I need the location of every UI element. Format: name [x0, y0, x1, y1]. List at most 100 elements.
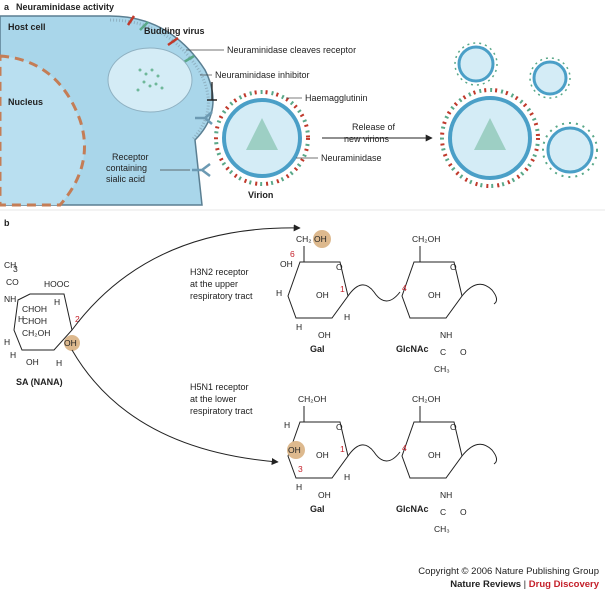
upper-g-o-ring: O [450, 262, 457, 272]
lower-o-ring: O [336, 422, 343, 432]
arrow-to-lower [71, 349, 279, 465]
upper-label-2: at the upper [190, 279, 238, 289]
panel-a: a Neuraminidase activity Host cell Nucle… [0, 2, 598, 207]
sa-ch2oh: CH₂OH [22, 328, 50, 338]
upper-oh3: OH [318, 330, 331, 340]
sa-h5: H [10, 350, 16, 360]
sa-hooc: HOOC [44, 279, 70, 289]
lower-oh-hl: OH [288, 445, 301, 455]
panel-b: b CH 3 CO NH CHOH CHOH CH₂OH HOOC 2 OH O… [4, 218, 498, 534]
lower-g-o-ring: O [450, 422, 457, 432]
upper-g-o: O [460, 347, 467, 357]
lower-label-2: at the lower [190, 394, 237, 404]
sa-h2: H [56, 358, 62, 368]
lower-g-oh: OH [428, 450, 441, 460]
lower-tail [461, 443, 498, 465]
release-label-2: new virions [344, 134, 390, 144]
lower-glyco-link [347, 444, 401, 462]
lower-g-o: O [460, 507, 467, 517]
sa-ch3: CH [4, 260, 16, 270]
lower-num4: 4 [402, 443, 407, 453]
virion-label: Virion [248, 190, 273, 200]
upper-h-c: H [344, 312, 350, 322]
upper-gal: CH₂ OH 6 O OH 1 OH OH H H H Gal [276, 230, 350, 354]
sa-h1: H [4, 337, 10, 347]
upper-num4: 4 [402, 283, 407, 293]
footer-separator: | [521, 579, 529, 590]
lower-g-c: C [440, 507, 446, 517]
upper-glcnac-label: GlcNAc [396, 344, 429, 354]
sa-h4: H [54, 297, 60, 307]
lower-gal-label: Gal [310, 504, 325, 514]
neuraminidase-inhibitor-label: Neuraminidase inhibitor [215, 70, 310, 80]
lower-oh3: OH [318, 490, 331, 500]
upper-glyco-link [347, 284, 401, 302]
lower-glcnac-label: GlcNAc [396, 504, 429, 514]
upper-o-ring: O [336, 262, 343, 272]
lower-ch2oh: CH₂OH [298, 394, 326, 404]
sa-oh-c2: OH [64, 338, 77, 348]
upper-label-3: respiratory tract [190, 291, 253, 301]
footer-copyright: Copyright © 2006 Nature Publishing Group [418, 566, 599, 577]
nucleus-label: Nucleus [8, 97, 43, 107]
lower-oh2: OH [316, 450, 329, 460]
small-virion-2 [529, 57, 571, 99]
sa-nh: NH [4, 294, 16, 304]
upper-h-b: H [296, 322, 302, 332]
small-virion-3 [542, 122, 598, 178]
footer-journal: Nature Reviews [450, 579, 522, 590]
receptor-y [192, 111, 213, 177]
sa-label: SA (NANA) [16, 377, 63, 387]
membrane-spikes [126, 15, 195, 64]
sa-choh-a: CHOH [22, 304, 47, 314]
upper-g-ch2oh: CH₂OH [412, 234, 440, 244]
host-cell-label: Host cell [8, 22, 46, 32]
upper-g-oh: OH [428, 290, 441, 300]
sialic-acid-structure: CH 3 CO NH CHOH CHOH CH₂OH HOOC 2 OH OH … [4, 260, 80, 387]
virion-main [214, 90, 310, 186]
small-virion-1 [454, 42, 498, 86]
panel-b-letter: b [4, 218, 10, 228]
lower-h-b: H [296, 482, 302, 492]
released-virion [440, 88, 540, 188]
upper-ch2: CH₂ [296, 234, 312, 244]
budding-virus [107, 47, 193, 113]
panel-a-title: Neuraminidase activity [16, 2, 114, 12]
lower-gal: CH₂OH O H OH 3 1 OH OH H H Gal [284, 394, 350, 514]
upper-oh2: OH [316, 290, 329, 300]
footer-section: Drug Discovery [528, 579, 599, 590]
lower-num1: 1 [340, 444, 345, 454]
cell-membrane [109, 18, 210, 142]
upper-g-c: C [440, 347, 446, 357]
sa-oh: OH [26, 357, 39, 367]
lower-h-c: H [344, 472, 350, 482]
upper-num1: 1 [340, 284, 345, 294]
upper-num6: 6 [290, 249, 295, 259]
receptor-label-2: containing [106, 163, 147, 173]
upper-oh4: OH [280, 259, 293, 269]
release-label-1: Release of [352, 122, 396, 132]
lower-num3: 3 [298, 464, 303, 474]
neuraminidase-label: Neuraminidase [321, 153, 382, 163]
footer-journal-line: Nature Reviews | Drug Discovery [450, 579, 599, 590]
arrow-to-upper [71, 224, 301, 331]
upper-label-1: H3N2 receptor [190, 267, 249, 277]
lower-label-3: respiratory tract [190, 406, 253, 416]
upper-g-ch3: CH₃ [434, 364, 450, 374]
sa-co: CO [6, 277, 19, 287]
upper-g-nh: NH [440, 330, 452, 340]
neuraminidase-cleaves-label: Neuraminidase cleaves receptor [227, 45, 356, 55]
sa-oh-highlight [64, 335, 80, 351]
upper-tail [461, 283, 498, 305]
lower-oh-highlight [287, 441, 305, 459]
sa-h3: H [18, 314, 24, 324]
lower-h-top: H [284, 420, 290, 430]
haemagglutinin-label: Haemagglutinin [305, 93, 368, 103]
upper-glcnac: CH₂OH O 4 OH NH C CH₃ O GlcNAc [396, 234, 467, 374]
sa-ch3-sub: 3 [13, 264, 18, 274]
upper-oh6: OH [314, 234, 327, 244]
budding-virus-label: Budding virus [144, 26, 205, 36]
sa-choh-b: CHOH [22, 316, 47, 326]
lower-g-ch3: CH₃ [434, 524, 450, 534]
